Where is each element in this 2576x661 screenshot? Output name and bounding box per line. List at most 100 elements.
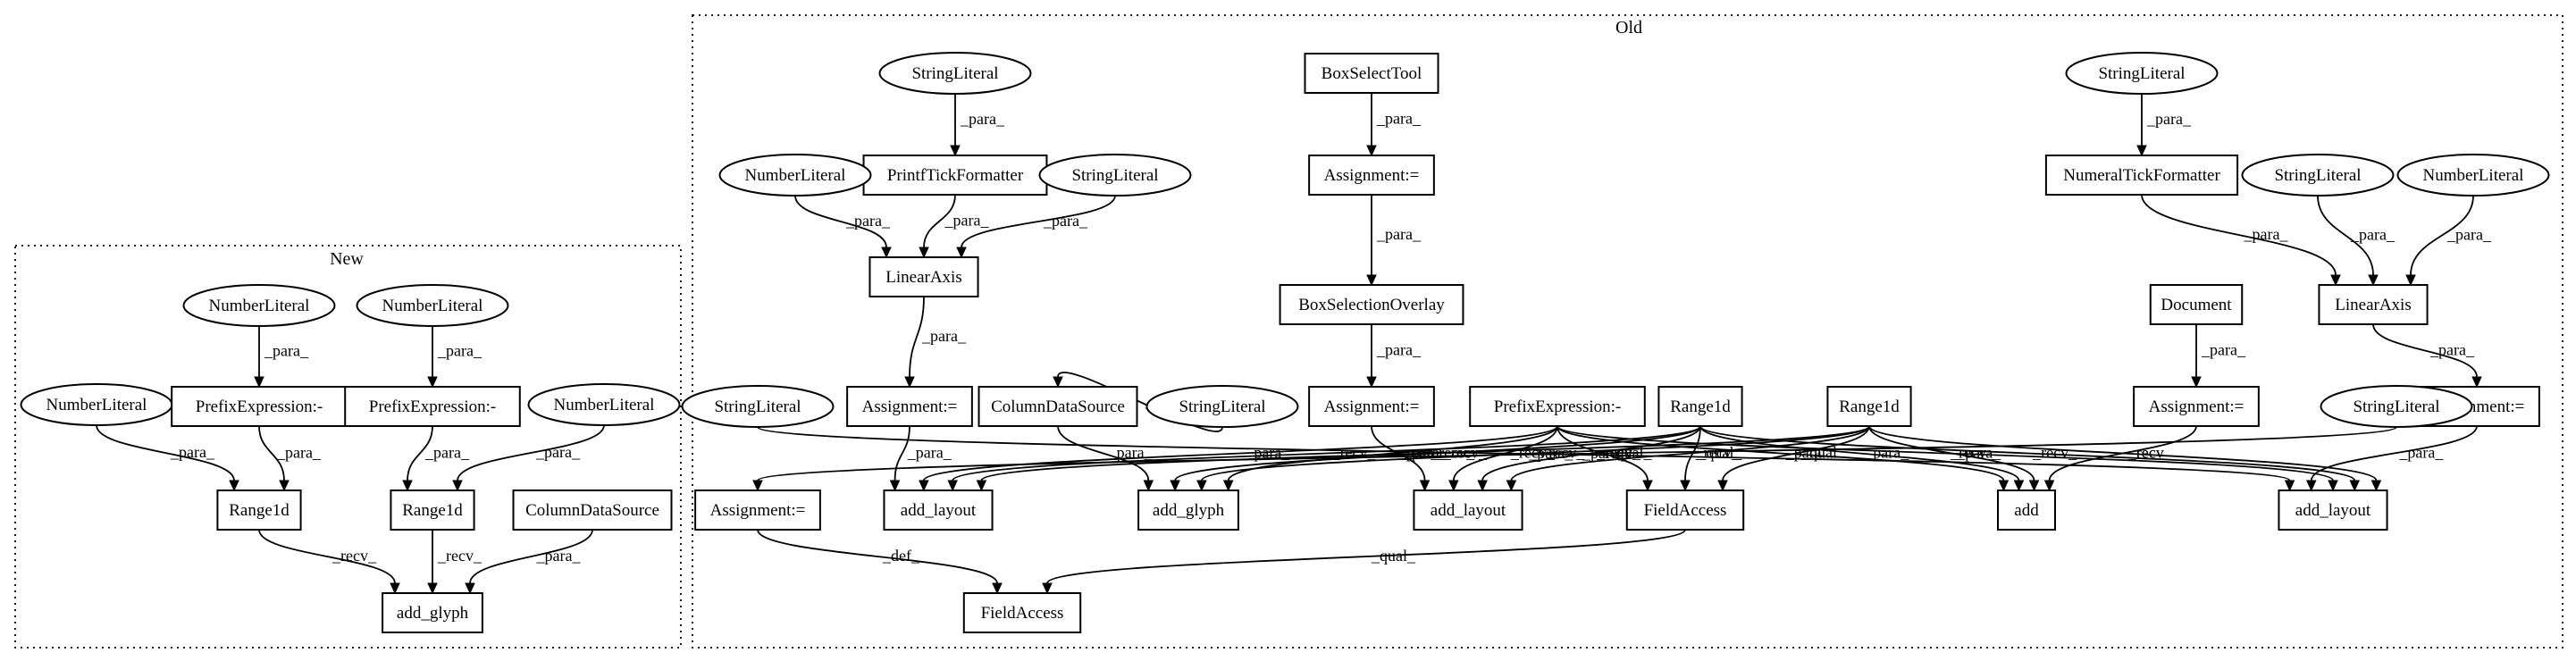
node-ellipse	[356, 284, 509, 327]
arrowhead-icon	[752, 480, 763, 492]
edge-para-20: _para_	[2405, 195, 2492, 287]
arrowhead-icon	[992, 582, 1003, 595]
node-box	[216, 489, 302, 531]
edge-para-27: _para_	[889, 425, 952, 492]
edge-para-1: _para_	[427, 325, 482, 389]
arrowhead-icon	[1998, 480, 2010, 492]
node-box	[2318, 284, 2429, 325]
node-box	[1826, 386, 1912, 427]
node-label: add_layout	[1431, 501, 1506, 520]
edge-line	[1722, 425, 1870, 481]
node-box	[1304, 53, 1439, 94]
arrowhead-icon	[1717, 480, 1728, 492]
edge-para-17: _para_	[2136, 94, 2192, 157]
node-add-glyph: add_glyph	[1137, 489, 1239, 531]
node-column-data-source: ColumnDataSource	[978, 386, 1138, 427]
edge-line	[1699, 425, 2020, 481]
edge-line	[2372, 323, 2478, 378]
arrowhead-icon	[2368, 274, 2379, 287]
node-ellipse	[2320, 385, 2473, 428]
node-assignment: Assignment:=	[1308, 386, 1435, 427]
arrowhead-icon	[254, 376, 264, 389]
node-box	[846, 386, 973, 427]
node-assignment: Assignment:=	[846, 386, 973, 427]
node-string-literal: StringLiteral	[2320, 385, 2473, 428]
edge-qual-26: _qual_	[1042, 529, 1686, 595]
node-number-literal: NumberLiteral	[2396, 154, 2550, 197]
edge-para-19: _para_	[2317, 195, 2396, 287]
node-ellipse	[681, 385, 835, 428]
node-ellipse	[718, 154, 872, 197]
edge-line	[1057, 425, 1150, 481]
edge-para-5: _para_	[452, 424, 605, 492]
edge-line	[1481, 425, 1701, 481]
edge-label: _recv_	[2127, 444, 2173, 462]
edge-label: _recv_	[1950, 444, 1995, 462]
edge-recv-48: _recv_	[1557, 425, 2338, 492]
node-label: add_layout	[901, 501, 977, 520]
edge-label: _qual_	[1371, 547, 1416, 565]
edge-label: _para_	[907, 444, 952, 462]
node-box	[1413, 489, 1523, 531]
arrowhead-icon	[1170, 480, 1180, 492]
node-prefix-expression: PrefixExpression:-	[344, 386, 521, 427]
cluster-new-frame	[14, 245, 682, 648]
node-ellipse	[527, 383, 681, 426]
edge-para-11: _para_	[919, 194, 989, 259]
edge-label: _recv_	[437, 547, 482, 565]
node-label: Range1d	[402, 501, 463, 520]
node-label: NumeralTickFormatter	[2063, 166, 2220, 185]
edge-label: _para_	[2429, 341, 2475, 359]
node-label: StringLiteral	[2274, 166, 2361, 185]
arrowhead-icon	[452, 480, 463, 492]
edge-para-28: _para_	[919, 425, 1558, 492]
node-range1d: Range1d	[390, 489, 475, 531]
arrowhead-icon	[950, 145, 961, 157]
node-add: add	[1997, 489, 2056, 531]
node-range1d: Range1d	[216, 489, 302, 531]
arrowhead-icon	[427, 582, 438, 595]
edge-recv-6: _recv_	[258, 529, 400, 595]
node-ellipse	[878, 52, 1032, 95]
node-label: PrefixExpression:-	[1494, 397, 1621, 416]
edge-recv-49: _recv_	[1699, 425, 2360, 492]
arrowhead-icon	[2013, 480, 2025, 492]
node-prefix-expression: PrefixExpression:-	[171, 386, 348, 427]
arrowhead-icon	[919, 480, 929, 492]
arrowhead-icon	[889, 480, 901, 492]
arrowhead-icon	[2043, 480, 2055, 492]
edge-para-15: _para_	[1366, 194, 1422, 287]
edge-label: _para_	[921, 327, 967, 345]
node-label: StringLiteral	[1179, 397, 1265, 416]
edge-line	[1046, 529, 1686, 584]
node-ellipse	[2065, 52, 2219, 95]
arrowhead-icon	[1477, 480, 1488, 492]
node-box	[382, 592, 483, 633]
node-number-literal: NumberLiteral	[182, 284, 336, 327]
node-label: NumberLiteral	[2423, 166, 2524, 185]
edge-label: _recv_	[2032, 444, 2077, 462]
node-box	[2133, 386, 2260, 427]
node-label: add_glyph	[397, 604, 469, 623]
node-label: BoxSelectionOverlay	[1298, 296, 1445, 314]
node-label: ColumnDataSource	[991, 397, 1125, 416]
edge-qual-39: _qual_	[1557, 425, 1653, 492]
node-string-literal: StringLiteral	[681, 385, 835, 428]
edge-para-16: _para_	[1366, 323, 1422, 389]
arrowhead-icon	[427, 376, 438, 389]
node-assignment: Assignment:=	[694, 489, 821, 531]
arrowhead-icon	[1222, 480, 1234, 492]
edge-line	[794, 195, 887, 248]
arrowhead-icon	[919, 247, 929, 259]
edge-line	[1699, 425, 2356, 481]
node-string-literal: StringLiteral	[2065, 52, 2219, 95]
edge-para-13: _para_	[904, 296, 967, 389]
node-label: PrefixExpression:-	[196, 397, 323, 416]
edge-line	[923, 194, 956, 248]
node-string-literal: StringLiteral	[1038, 154, 1192, 197]
edge-line	[961, 195, 1116, 248]
edge-label: _para_	[424, 444, 470, 462]
node-field-access: FieldAccess	[1625, 489, 1745, 531]
node-box	[694, 489, 821, 531]
